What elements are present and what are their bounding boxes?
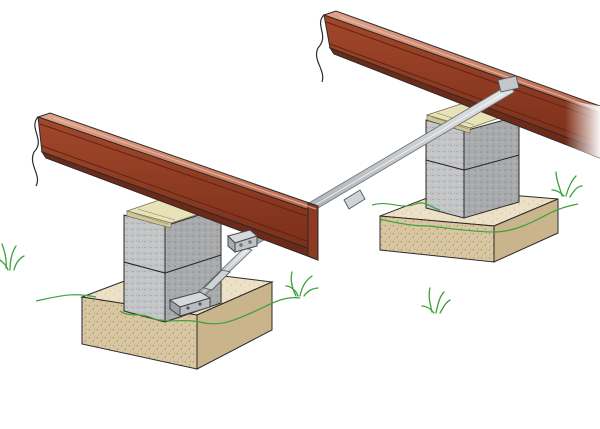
ground-anchor-bracket: [168, 291, 212, 317]
grass-tuft-bottom-right: [421, 287, 451, 314]
ground-line: [35, 202, 579, 325]
grass-tufts: [0, 171, 583, 314]
grass-tuft-center: [285, 271, 319, 297]
grass-tuft-left: [0, 243, 25, 271]
grass-tuft-far-right: [551, 171, 583, 198]
right-beam: [316, 10, 600, 159]
left-beam: [32, 112, 319, 261]
beam-clamp: [227, 229, 259, 254]
